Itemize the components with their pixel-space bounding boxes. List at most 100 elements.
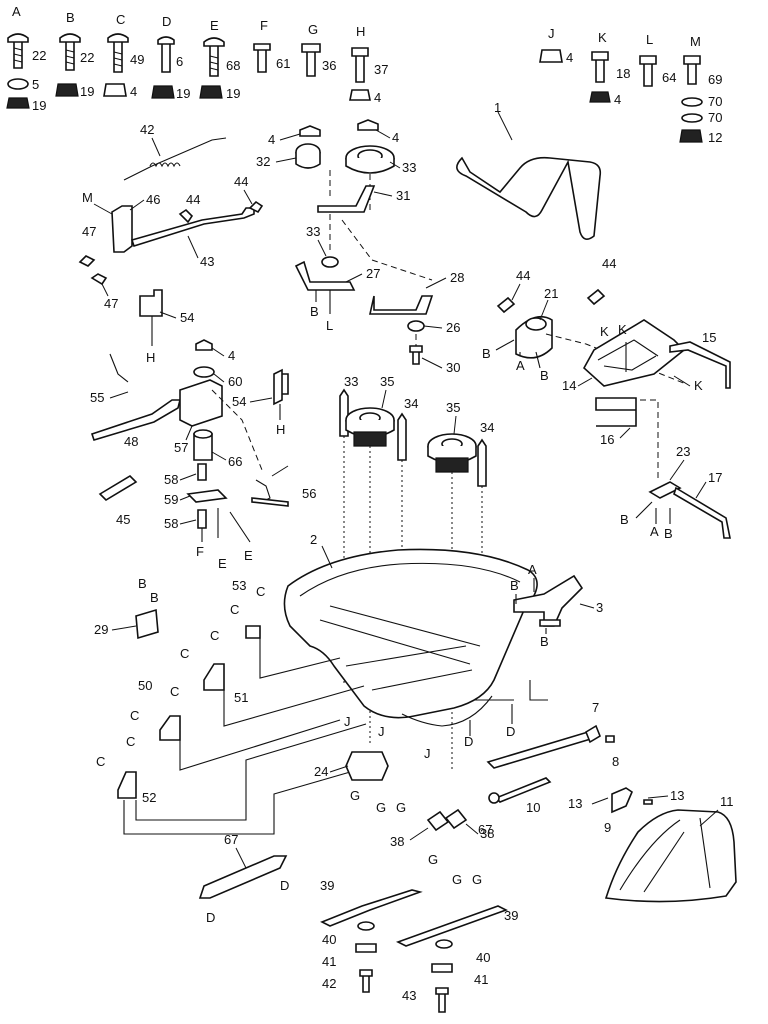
callout-63: 67 xyxy=(478,822,492,837)
washer-a xyxy=(7,78,29,90)
callout-25: 29 xyxy=(94,622,108,637)
hardware-letter-c: C xyxy=(116,12,125,27)
bracket-62 xyxy=(198,855,288,899)
callout-48: 48 xyxy=(124,434,138,449)
washer-26 xyxy=(407,320,425,332)
plate-59 xyxy=(186,489,228,503)
callout-60: 60 xyxy=(228,374,242,389)
idler-arm-29 xyxy=(317,185,376,213)
drive-belt xyxy=(456,156,602,240)
nut-c xyxy=(103,83,127,97)
ref-c-50a: C xyxy=(130,708,139,723)
ref-c-52b: C xyxy=(126,734,135,749)
ref-f: F xyxy=(196,544,204,559)
blade-38-a xyxy=(320,889,423,927)
spindle-housing-b xyxy=(435,457,469,473)
ref-c-51b: C xyxy=(210,628,219,643)
callout-30: 32 xyxy=(256,154,270,169)
locknut-m xyxy=(679,129,703,143)
bracket-25 xyxy=(135,608,159,640)
part-j-nut: 4 xyxy=(566,50,573,65)
callout-1: 1 xyxy=(494,100,501,115)
callout-32: 33 xyxy=(306,224,320,239)
ref-k-14c: K xyxy=(694,378,703,393)
hardware-letter-b: B xyxy=(66,10,75,25)
ref-e-2: E xyxy=(244,548,253,563)
clip-44-b xyxy=(248,200,264,214)
part-d-bolt: 6 xyxy=(176,54,183,69)
callout-20: 23 xyxy=(676,444,690,459)
callout-58b: 58 xyxy=(164,516,178,531)
pin-9 xyxy=(611,787,633,814)
callout-44a: 44 xyxy=(186,192,200,207)
part-c-nut: 4 xyxy=(130,84,137,99)
ref-c-53a: C xyxy=(230,602,239,617)
part-m-washer1: 70 xyxy=(708,94,722,109)
callout-47a: 47 xyxy=(82,224,96,239)
ref-j-2: J xyxy=(378,724,385,739)
callout-2: 2 xyxy=(310,532,317,547)
spindle-bolt-33-c xyxy=(477,438,487,487)
bolt-28 xyxy=(409,345,423,365)
callout-46: 46 xyxy=(146,192,160,207)
callout-47b: 47 xyxy=(104,296,118,311)
hardware-letter-a: A xyxy=(12,4,21,19)
callout-41b: 43 xyxy=(402,988,416,1003)
hex-bolt-m xyxy=(683,55,701,85)
callout-7: 7 xyxy=(592,700,599,715)
ref-b-21a: B xyxy=(482,346,491,361)
callout-45: 45 xyxy=(116,512,130,527)
ref-b-24: B xyxy=(310,304,319,319)
part-e-bolt: 68 xyxy=(226,58,240,73)
pivot-20 xyxy=(648,481,682,499)
washer-m-1 xyxy=(681,97,703,107)
ref-e-1: E xyxy=(218,556,227,571)
washer-40-b xyxy=(431,963,453,973)
ref-b-21b: B xyxy=(540,368,549,383)
bracket-24 xyxy=(294,260,356,291)
callout-57: 57 xyxy=(174,440,188,455)
callout-40b: 41 xyxy=(474,972,488,987)
washer-m-2 xyxy=(681,113,703,123)
callout-62: 67 xyxy=(224,832,238,847)
ref-c-51a: C xyxy=(180,646,189,661)
ref-j-1: J xyxy=(344,714,351,729)
hex-bolt-l xyxy=(639,55,657,87)
carriage-bolt-d xyxy=(157,36,175,73)
hardware-letter-h: H xyxy=(356,24,365,39)
locknut-d xyxy=(151,85,175,99)
callout-27: 28 xyxy=(450,270,464,285)
part-b-nut: 19 xyxy=(80,84,94,99)
callout-4c: 4 xyxy=(228,348,235,363)
callout-13a: 13 xyxy=(568,796,582,811)
hardware-row: A 22 5 19 B 22 19 C 49 4 D 6 19 E 68 19 xyxy=(6,4,722,145)
nut-4-b xyxy=(357,119,379,131)
hex-bolt-g xyxy=(301,43,321,77)
ref-k-14b: K xyxy=(618,322,627,337)
callout-44b: 44 xyxy=(234,174,248,189)
ref-l-24: L xyxy=(326,318,333,333)
callout-51: 51 xyxy=(234,690,248,705)
ref-d-62a: D xyxy=(206,910,215,925)
callout-59: 59 xyxy=(164,492,178,507)
callout-15: 15 xyxy=(702,330,716,345)
washer-39-b xyxy=(435,939,453,949)
part-m-washer2: 70 xyxy=(708,110,722,125)
callout-4a: 4 xyxy=(268,132,275,147)
callout-33b: 34 xyxy=(404,396,418,411)
ref-b-25b: B xyxy=(150,590,159,605)
callout-58a: 58 xyxy=(164,472,178,487)
part-c-bolt: 49 xyxy=(130,52,144,67)
part-m-nut: 12 xyxy=(708,130,722,145)
clip-44-d xyxy=(586,288,606,306)
ref-b-20b: B xyxy=(664,526,673,541)
pin-58-b xyxy=(197,509,207,529)
callout-52: 52 xyxy=(142,790,156,805)
callout-50: 50 xyxy=(138,678,152,693)
clip-47-b xyxy=(90,273,108,286)
part-h-nut: 4 xyxy=(374,90,381,105)
spindle-housing-a xyxy=(353,431,387,447)
hex-bolt-k xyxy=(591,51,609,83)
part-e-nut: 19 xyxy=(226,86,240,101)
callout-10: 10 xyxy=(526,800,540,815)
